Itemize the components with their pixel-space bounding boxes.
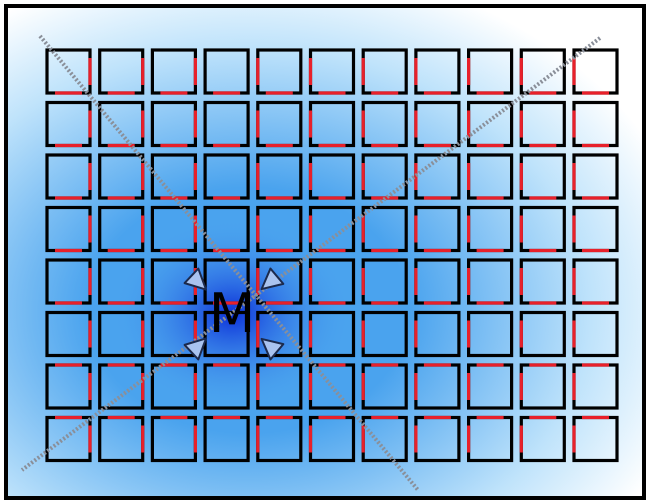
grid-cell	[467, 363, 514, 410]
grid-cell	[256, 258, 303, 305]
grid-cell	[256, 100, 303, 148]
grid-cell	[414, 310, 461, 358]
grid-cell	[361, 205, 408, 253]
grid-cell	[256, 205, 303, 253]
grid-cell	[414, 415, 461, 463]
grid-cell	[361, 48, 408, 95]
grid-cell	[45, 48, 92, 95]
grid-cell	[519, 363, 566, 410]
grid-cell	[150, 100, 197, 148]
grid-cell	[519, 48, 566, 95]
grid-cell	[203, 415, 250, 463]
grid-cell	[467, 258, 514, 305]
grid-cell	[572, 48, 619, 95]
grid-cell	[467, 205, 514, 253]
grid-cell	[414, 258, 461, 305]
grid-cell	[572, 205, 619, 253]
grid-cell	[572, 363, 619, 410]
grid-cell	[98, 258, 145, 305]
grid-cell	[256, 363, 303, 410]
grid-cell	[519, 153, 566, 200]
grid-cell	[203, 363, 250, 410]
grid-cell	[519, 258, 566, 305]
grid-cell	[203, 258, 250, 305]
grid-cell	[361, 363, 408, 410]
grid-cell	[467, 310, 514, 358]
grid-cell	[150, 48, 197, 95]
grid-cell	[414, 153, 461, 200]
arrow-triangle-icon	[183, 337, 208, 361]
grid-cell	[45, 310, 92, 358]
diagonal-line-primary	[38, 34, 420, 492]
grid-cell	[572, 258, 619, 305]
grid-cell	[572, 153, 619, 200]
grid-cell	[414, 363, 461, 410]
grid-cell	[519, 100, 566, 148]
grid-cell	[98, 205, 145, 253]
grid-cell	[572, 415, 619, 463]
grid-cell	[467, 153, 514, 200]
grid-cell	[414, 48, 461, 95]
arrow-triangle-icon	[183, 267, 208, 291]
grid-cell	[467, 48, 514, 95]
grid-cell	[519, 205, 566, 253]
grid-cell	[256, 48, 303, 95]
grid-cell	[98, 310, 145, 358]
grid-cell	[308, 363, 356, 410]
grid-cell	[308, 153, 356, 200]
grid-cell	[45, 153, 92, 200]
center-label: M	[209, 282, 256, 345]
grid-cell	[203, 48, 250, 95]
grid-cell	[98, 415, 145, 463]
grid-cell	[98, 48, 145, 95]
grid-cell	[572, 100, 619, 148]
grid-cell	[414, 205, 461, 253]
diagram-frame	[4, 4, 646, 500]
grid-cell	[519, 415, 566, 463]
diagonal-line-secondary	[20, 36, 602, 472]
grid-cell	[45, 415, 92, 463]
grid-cell	[203, 205, 250, 253]
arrow-triangle-icon	[260, 267, 285, 291]
grid-cell	[308, 310, 356, 358]
grid-cell	[361, 258, 408, 305]
grid-cell	[98, 153, 145, 200]
grid-cell	[45, 258, 92, 305]
grid-cell	[361, 415, 408, 463]
grid-cell	[361, 100, 408, 148]
grid-cell	[256, 153, 303, 200]
grid-cell	[414, 100, 461, 148]
grid-cell	[308, 48, 356, 95]
grid-cell	[45, 363, 92, 410]
arrow-group	[183, 267, 285, 361]
arrow-triangle-icon	[260, 337, 285, 361]
diagonal-guides	[20, 34, 602, 492]
grid-cell	[256, 415, 303, 463]
grid-cell	[467, 100, 514, 148]
grid-cell	[45, 100, 92, 148]
grid-cell	[308, 205, 356, 253]
grid-cell	[467, 415, 514, 463]
grid-cell	[308, 415, 356, 463]
grid-cell	[203, 100, 250, 148]
grid-cell	[150, 415, 197, 463]
grid-cell	[308, 258, 356, 305]
cell-grid	[45, 48, 619, 463]
grid-cell	[361, 310, 408, 358]
grid-cell	[308, 100, 356, 148]
grid-cell	[519, 310, 566, 358]
grid-cell	[45, 205, 92, 253]
grid-cell	[572, 310, 619, 358]
grid-cell	[256, 310, 303, 358]
grid-cell	[150, 153, 197, 200]
grid-cell	[203, 153, 250, 200]
